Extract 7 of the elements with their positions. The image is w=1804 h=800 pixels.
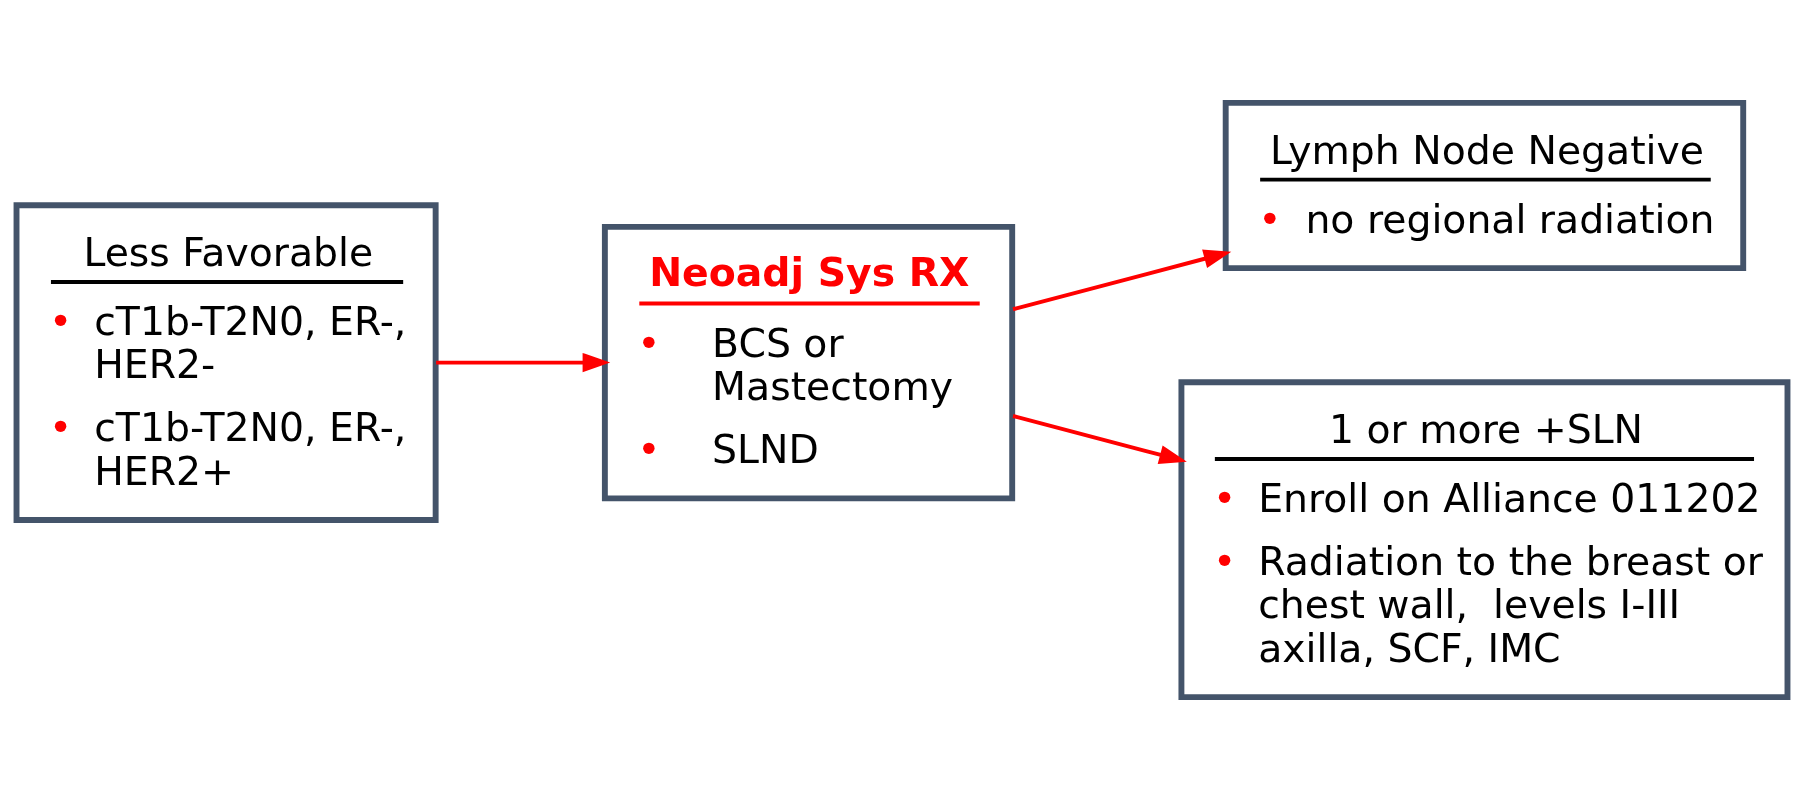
node-box: 1 or more +SLN • Enroll on Alliance 011202 • Radiation to the breast or chest wall, levels I-III axilla, SCF, IMC	[1178, 379, 1791, 701]
arrow	[436, 352, 611, 373]
node-box: Lymph Node Negative • no regional radiation	[1222, 99, 1747, 272]
arrow	[1012, 249, 1232, 312]
arrow	[1012, 414, 1187, 465]
node-box: Less Favorable • cT1b-T2N0, ER-, HER2- • cT1b-T2N0, ER-, HER2+	[13, 202, 439, 523]
node-box: Neoadj Sys RX • BCS or Mastectomy • SLND	[601, 223, 1016, 502]
